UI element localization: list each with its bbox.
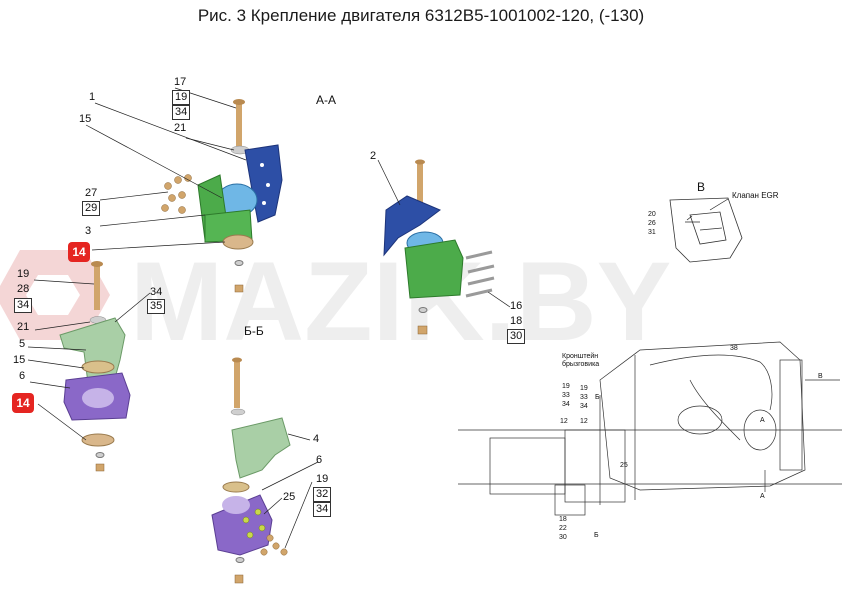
small-34b: 34 bbox=[580, 403, 588, 410]
callout-15b: 15 bbox=[13, 354, 26, 366]
small-18: 18 bbox=[559, 516, 567, 523]
arrow-label-a1: А bbox=[760, 417, 765, 424]
callout-35: 35 bbox=[147, 299, 166, 314]
callout-6a: 6 bbox=[19, 370, 26, 382]
callout-21b: 21 bbox=[17, 321, 30, 333]
small-22: 22 bbox=[559, 525, 567, 532]
arrow-label-v: В bbox=[818, 373, 823, 380]
callout-21a: 21 bbox=[174, 122, 187, 134]
view-egr bbox=[669, 197, 743, 263]
bolt-17 bbox=[236, 102, 242, 150]
assembly-bb bbox=[211, 357, 291, 584]
leader-lines bbox=[27, 87, 729, 549]
watermark-text: MAZIK.BY bbox=[130, 240, 671, 350]
chassis-drawing bbox=[458, 341, 842, 516]
washer-14a bbox=[222, 234, 254, 250]
bracket-4 bbox=[231, 417, 291, 479]
callout-15a: 15 bbox=[79, 113, 92, 125]
callout-4: 4 bbox=[313, 433, 320, 445]
callout-1: 1 bbox=[89, 91, 96, 103]
callout-19a: 19 bbox=[172, 90, 191, 105]
callout-29: 29 bbox=[82, 201, 101, 216]
callout-34c: 34 bbox=[150, 286, 163, 298]
bracket-green-2 bbox=[404, 239, 464, 299]
small-30: 30 bbox=[559, 534, 567, 541]
small-34a: 34 bbox=[562, 401, 570, 408]
arrow-label-b2: Б bbox=[594, 532, 599, 539]
callout-32: 32 bbox=[313, 487, 332, 502]
label-bracket-2: брызговика bbox=[562, 361, 600, 368]
bracket-5 bbox=[59, 317, 126, 384]
callout-34d: 34 bbox=[313, 502, 332, 517]
callout-14a-badge: 14 bbox=[68, 242, 90, 262]
label-bracket-1: Кронштейн bbox=[562, 353, 599, 360]
callout-34b: 34 bbox=[14, 298, 33, 313]
callout-19c: 19 bbox=[316, 473, 329, 485]
callout-31: 31 bbox=[648, 229, 656, 236]
bracket-2 bbox=[383, 195, 441, 257]
callout-2: 2 bbox=[370, 150, 377, 162]
callout-26: 26 bbox=[648, 220, 656, 227]
label-egr: Клапан EGR bbox=[732, 191, 779, 200]
callout-17: 17 bbox=[174, 76, 187, 88]
section-label-v: В bbox=[697, 180, 706, 194]
callout-5: 5 bbox=[19, 338, 26, 350]
callout-25a: 25 bbox=[283, 491, 296, 503]
washer-14b bbox=[81, 433, 115, 447]
watermark: MAZIK.BY bbox=[0, 240, 671, 350]
assembly-2 bbox=[383, 159, 495, 335]
assembly-aa bbox=[161, 99, 283, 293]
section-label-aa: А-А bbox=[316, 93, 337, 107]
assembly-left bbox=[59, 261, 131, 472]
arrow-label-b1: Б bbox=[595, 394, 600, 401]
callout-20: 20 bbox=[648, 211, 656, 218]
small-12b: 12 bbox=[580, 418, 588, 425]
pad-15 bbox=[81, 360, 115, 374]
callout-16: 16 bbox=[510, 300, 523, 312]
small-33a: 33 bbox=[562, 392, 570, 399]
callout-38: 38 bbox=[730, 345, 738, 352]
callout-30a: 30 bbox=[507, 329, 526, 344]
section-label-bb: Б-Б bbox=[244, 324, 264, 338]
small-33b: 33 bbox=[580, 394, 588, 401]
callout-19b: 19 bbox=[17, 268, 30, 280]
callout-14b-badge: 14 bbox=[12, 393, 34, 413]
callout-27: 27 bbox=[85, 187, 98, 199]
arrow-label-a2: А bbox=[760, 493, 765, 500]
callout-3: 3 bbox=[85, 225, 92, 237]
callout-28: 28 bbox=[17, 283, 30, 295]
page-title: Рис. 3 Крепление двигателя 6312В5-100100… bbox=[197, 6, 645, 25]
small-19b: 19 bbox=[580, 385, 588, 392]
bolt-19 bbox=[94, 264, 100, 310]
nuts-27 bbox=[161, 174, 192, 214]
callout-34a: 34 bbox=[172, 105, 191, 120]
callout-18a: 18 bbox=[510, 315, 523, 327]
small-12a: 12 bbox=[560, 418, 568, 425]
small-25: 25 bbox=[620, 462, 628, 469]
small-19a: 19 bbox=[562, 383, 570, 390]
callout-6b: 6 bbox=[316, 454, 323, 466]
